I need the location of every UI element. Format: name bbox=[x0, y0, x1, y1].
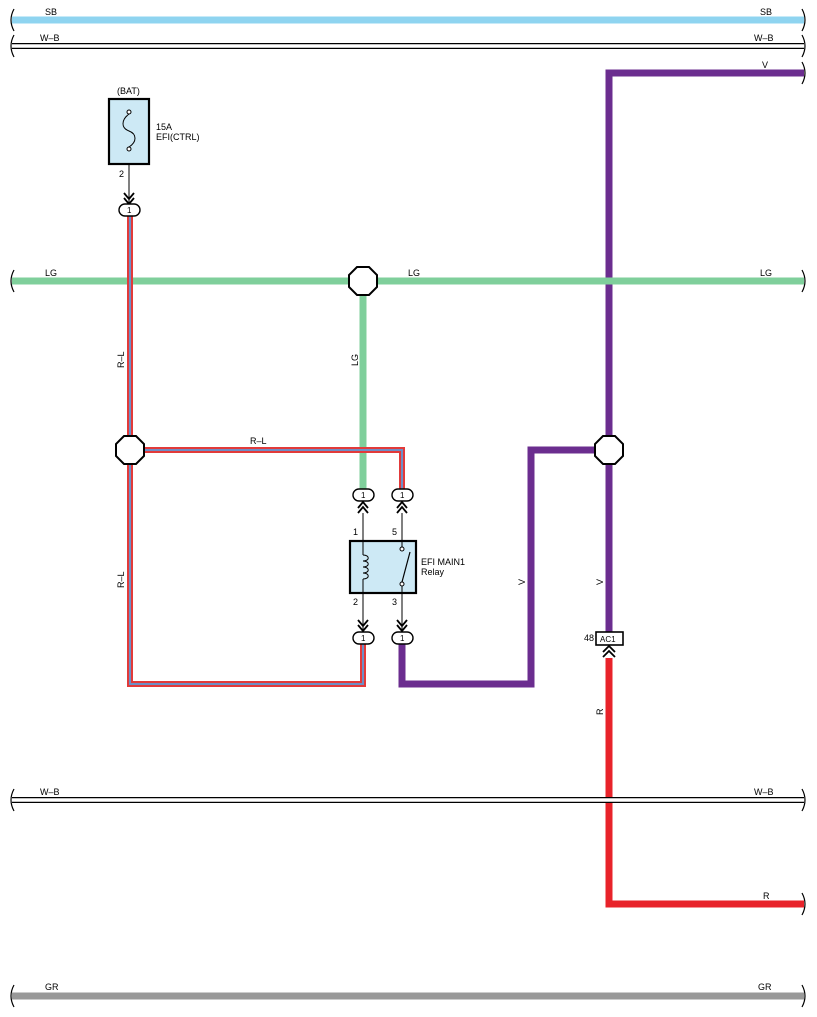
v-wire-relay bbox=[398, 446, 609, 688]
wb-bottom-bus: W–B W–B bbox=[10, 787, 806, 812]
connector-arrow-icon bbox=[396, 619, 408, 633]
junction-r-l bbox=[115, 435, 145, 465]
v-bus: V bbox=[605, 60, 806, 450]
wb-bottom-label-left: W–B bbox=[40, 787, 60, 797]
gr-label-left: GR bbox=[45, 982, 59, 992]
lg-vertical-label: LG bbox=[350, 354, 360, 366]
v-label-left: V bbox=[517, 579, 527, 585]
r-label-right: R bbox=[763, 891, 770, 901]
relay-switch-terminal bbox=[399, 581, 405, 587]
r-wire bbox=[605, 658, 804, 908]
connector-arrow-icon bbox=[602, 644, 616, 658]
gr-label-right: GR bbox=[758, 982, 772, 992]
v-label-right: V bbox=[595, 579, 605, 585]
r-bus: R R bbox=[595, 658, 806, 916]
wb-top-label-left: W–B bbox=[40, 33, 60, 43]
fuse-efi-ctrl: (BAT) 15A EFI(CTRL) 2 1 bbox=[107, 86, 200, 217]
bus-break-mark bbox=[10, 34, 15, 58]
relay-pin-label: 3 bbox=[392, 597, 397, 607]
r-l-wire-core bbox=[129, 450, 364, 685]
junction-lg bbox=[348, 266, 378, 296]
relay-name-line1: EFI MAIN1 bbox=[421, 557, 465, 567]
bus-break-mark bbox=[10, 269, 15, 293]
fuse-name: EFI(CTRL) bbox=[156, 132, 200, 142]
bus-break-mark bbox=[801, 34, 806, 58]
r-l-wire-core bbox=[130, 449, 403, 490]
relay-connector-label: 1 bbox=[400, 491, 405, 500]
fuse-connector-label: 1 bbox=[127, 206, 132, 215]
ac1-box bbox=[595, 631, 624, 646]
relay-connector-label: 1 bbox=[400, 634, 405, 643]
relay-switch-terminal bbox=[399, 546, 405, 552]
connector-arrow-icon bbox=[357, 619, 369, 633]
bus-break-mark bbox=[801, 788, 806, 812]
fuse-source-label: (BAT) bbox=[117, 86, 140, 96]
relay-pin-label: 1 bbox=[353, 527, 358, 537]
r-l-wire-outer bbox=[127, 450, 366, 687]
lg-label-mid: LG bbox=[408, 268, 420, 278]
relay-body bbox=[348, 539, 418, 595]
bus-break-mark bbox=[10, 8, 15, 32]
connector-arrow-icon bbox=[396, 500, 408, 514]
gr-bus: GR GR bbox=[10, 982, 806, 1008]
sb-bus: SB SB bbox=[10, 7, 806, 32]
sb-label-left: SB bbox=[45, 7, 57, 17]
connector-arrow-icon bbox=[357, 500, 369, 514]
bus-break-mark bbox=[801, 984, 806, 1008]
fuse-rating: 15A bbox=[156, 122, 172, 132]
v-wire-top bbox=[605, 69, 804, 450]
fuse-pin-label: 2 bbox=[119, 169, 124, 179]
fuse-terminal bbox=[126, 109, 132, 115]
wb-top-label-right: W–B bbox=[754, 33, 774, 43]
relay-name-line2: Relay bbox=[421, 567, 445, 577]
fuse-element-icon bbox=[122, 113, 136, 148]
ac1-id: AC1 bbox=[600, 635, 616, 644]
r-l-wires: R–L R–L R–L bbox=[116, 216, 405, 687]
lg-bus: LG LG LG bbox=[10, 268, 806, 293]
v-label-right: V bbox=[762, 60, 768, 70]
relay-pin-label: 5 bbox=[392, 527, 397, 537]
relay-connector-label: 1 bbox=[361, 634, 366, 643]
relay-connector-label: 1 bbox=[361, 491, 366, 500]
wb-bottom-label-right: W–B bbox=[754, 787, 774, 797]
relay-connector bbox=[391, 631, 414, 645]
relay-connector bbox=[352, 488, 375, 502]
relay-connector bbox=[352, 631, 375, 645]
relay-switch-contact-icon bbox=[401, 551, 411, 583]
v-wires: V V bbox=[398, 446, 613, 688]
r-l-label-horizontal: R–L bbox=[250, 436, 267, 446]
bus-break-mark bbox=[10, 788, 15, 812]
relay-coil-icon bbox=[362, 554, 369, 580]
junction-v bbox=[594, 435, 624, 465]
fuse-connector bbox=[118, 203, 141, 217]
bus-break-mark bbox=[801, 8, 806, 32]
fuse-terminal bbox=[126, 146, 132, 152]
lg-label-right: LG bbox=[760, 268, 772, 278]
bus-break-mark bbox=[801, 269, 806, 293]
relay-connector bbox=[391, 488, 414, 502]
relay-pin-label: 2 bbox=[353, 597, 358, 607]
sb-label-right: SB bbox=[760, 7, 772, 17]
bus-break-mark bbox=[801, 892, 806, 916]
lg-label-left: LG bbox=[45, 268, 57, 278]
ac1-pin-label: 48 bbox=[584, 633, 594, 643]
r-label-vertical: R bbox=[595, 708, 605, 715]
r-l-label-lower: R–L bbox=[116, 571, 126, 588]
bus-break-mark bbox=[801, 61, 806, 85]
ac1-connector: 48 AC1 bbox=[584, 631, 624, 658]
bus-break-mark bbox=[10, 984, 15, 1008]
efi-main1-relay: 1 1 1 5 EFI MAIN1 Relay 2 3 1 1 bbox=[348, 488, 465, 645]
r-l-label-upper: R–L bbox=[116, 351, 126, 368]
wb-top-bus: W–B W–B bbox=[10, 33, 806, 58]
